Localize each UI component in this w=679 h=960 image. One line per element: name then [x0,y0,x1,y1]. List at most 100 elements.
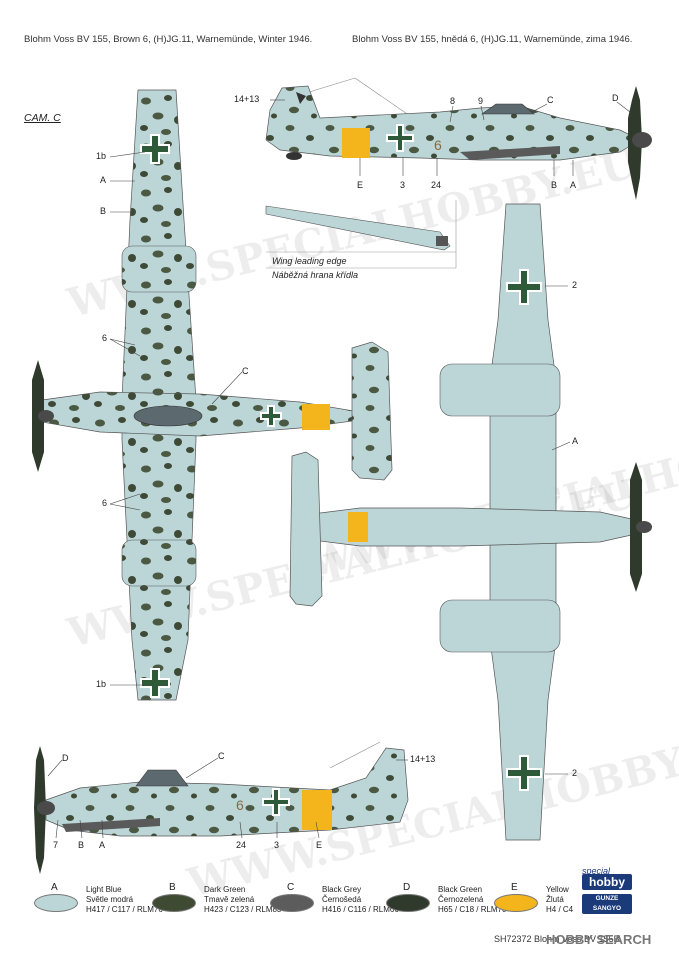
legend-swatch [34,894,78,912]
legend-text: Yellow Žlutá H4 / C4 [546,885,573,915]
legend-text: Light Blue Světle modrá H417 / C117 / RL… [86,885,163,915]
callout-bottom-side-24: 24 [236,840,247,850]
bottom-view-nacelle-lower [439,599,561,653]
callout-top-view-1b-lower: 1b [96,679,107,689]
callout-top-side-a: A [570,180,577,190]
wing-leading-edge-cz: Náběžná hrana křídla [272,270,359,280]
bottom-view-nacelle-upper [439,363,561,417]
callout-top-side-8: 8 [450,96,456,106]
logo-sangyo-text: SANGYO [592,905,622,912]
camouflage-label: CAM. C [24,112,61,124]
yellow-fuselage-band [342,128,370,158]
wing-leading-edge-detail [265,200,457,269]
underwing-radiator-top [460,146,560,160]
legend-item-e: E Yellow Žlutá H4 / C4 [494,882,578,932]
leader-lines [47,99,631,839]
logo-gunze-text: GUNZE [595,895,619,902]
callout-bottom-view-2-lower: 2 [572,768,578,778]
callout-top-view-a: A [100,175,107,185]
legend-text: Black Green Černozelená H65 / C18 / RLM7… [438,885,506,915]
callout-bottom-side-d: D [62,753,69,763]
bottom-view-balkenkreuz-upper [506,269,542,305]
callout-top-side-3: 3 [400,180,406,190]
callout-bottom-view-2-upper: 2 [572,280,578,290]
callout-bottom-side-a: A [99,840,106,850]
bottom-side-yellow-band [302,790,332,830]
callout-bottom-side-3: 3 [274,840,280,850]
top-view-canopy [133,405,203,427]
caption-czech: Blohm Voss BV 155, hnědá 6, (H)JG.11, Wa… [352,34,633,45]
callout-top-view-6-upper: 6 [102,333,108,343]
top-view-balkenkreuz-fuselage [260,405,282,427]
callout-top-side-24: 24 [431,180,442,190]
legend-codes: H416 / C116 / RLM66 [322,905,399,914]
top-view [32,89,393,701]
callout-top-view-c: C [242,366,249,376]
bottom-view-fuselage [295,507,637,547]
callout-top-side-b: B [551,180,558,190]
top-view-nacelle-upper [121,245,197,293]
legend-item-c: C Black Grey Černošedá H416 / C116 / RLM… [270,882,400,932]
legend-text: Black Grey Černošedá H416 / C116 / RLM66 [322,885,399,915]
legend-letter: B [169,882,176,893]
legend-en: Yellow [546,885,569,894]
callout-top-view-6-lower: 6 [102,498,108,508]
bottom-view-balkenkreuz-lower [506,755,542,791]
callout-top-side-9: 9 [478,96,484,106]
legend-en: Dark Green [204,885,246,894]
legend-cz: Světle modrá [86,895,134,904]
bottom-view-tailplane [289,451,323,607]
callout-top-side-e: E [357,180,364,190]
legend-swatch [152,894,196,912]
top-view-yellow-band [302,404,330,430]
side-profile-top: 6 [265,77,652,200]
legend-letter: E [511,882,518,893]
kit-code: SH72372 Blohm Voss BV 155B [494,934,620,944]
bottom-view [289,203,652,841]
legend-letter: A [51,882,58,893]
callout-top-view-1b-upper: 1b [96,151,107,161]
legend-en: Light Blue [86,885,122,894]
canopy [481,103,535,115]
legend-item-d: D Black Green Černozelená H65 / C18 / RL… [386,882,516,932]
legend-codes: H417 / C117 / RLM76 [86,905,163,914]
balkenkreuz-side-top [386,124,414,152]
top-view-balkenkreuz-wing-upper [140,134,170,164]
tailwheel-top [286,152,302,160]
bottom-side-canopy [135,769,189,787]
legend-cz: Žlutá [546,895,564,904]
callout-bottom-side-c: C [218,751,225,761]
legend-codes: H65 / C18 / RLM70 [438,905,507,914]
callout-bottom-side-e: E [316,840,323,850]
legend-codes: H4 / C4 [546,905,574,914]
callout-top-side-stencil: 14+13 [234,94,260,104]
legend-item-b: B Dark Green Tmavě zelená H423 / C123 / … [152,882,282,932]
top-view-balkenkreuz-wing-lower [140,668,170,698]
legend-swatch [270,894,314,912]
wing-leading-edge-en: Wing leading edge [272,256,347,266]
bottom-view-yellow-band [348,512,368,542]
legend-text: Dark Green Tmavě zelená H423 / C123 / RL… [204,885,281,915]
callout-top-side-d: D [612,93,619,103]
callout-bottom-side-7: 7 [53,840,59,850]
callout-bottom-side-b: B [78,840,85,850]
legend-cz: Černozelená [438,895,484,904]
callout-top-view-b: B [100,206,107,216]
logo-special-text: special [582,866,611,876]
gunze-sangyo-logo: GUNZE SANGYO [582,894,632,914]
callout-bottom-side-stencil: 14+13 [410,754,436,764]
top-view-tailplane [351,341,393,481]
legend-swatch [494,894,538,912]
logo-hobby-text: hobby [582,874,632,890]
legend-letter: D [403,882,411,893]
legend-en: Black Green [438,885,483,894]
hobby-search-watermark: HOBBY SEARCH [546,932,652,947]
legend-cz: Černošedá [322,895,362,904]
top-view-nacelle-lower [121,539,197,587]
legend-cz: Tmavě zelená [204,895,255,904]
special-hobby-logo: special hobby GUNZE SANGYO [582,866,638,918]
legend-codes: H423 / C123 / RLM83 [204,905,282,914]
fuselage-code-top: 6 [434,137,442,153]
legend-letter: C [287,882,295,893]
